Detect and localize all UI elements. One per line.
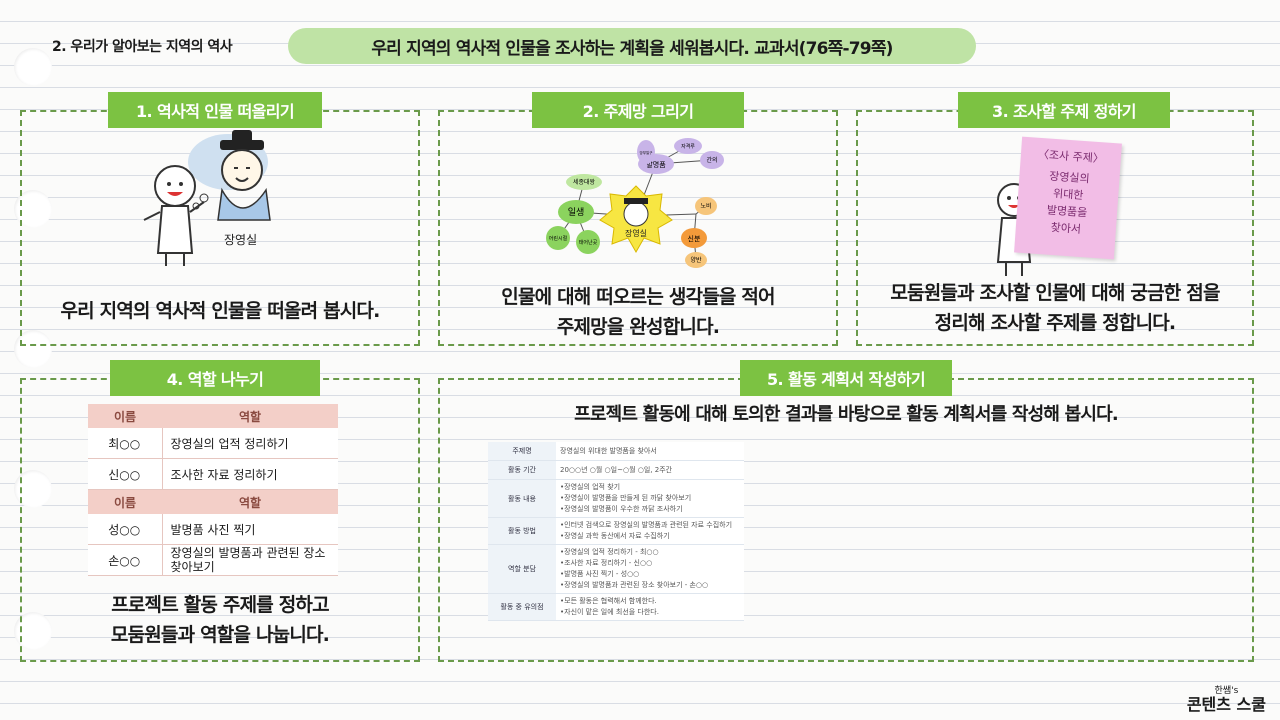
step5-caption: 프로젝트 활동에 대해 토의한 결과를 바탕으로 활동 계획서를 작성해 봅시다… bbox=[574, 404, 1119, 425]
table-row: 최○○장영실의 업적 정리하기 bbox=[88, 428, 338, 459]
mindmap-node: 세종대왕 bbox=[573, 178, 596, 186]
sticky-line: 찾아서 bbox=[1050, 220, 1082, 236]
table-row: 활동 방법•인터넷 검색으로 장영실의 발명품과 관련된 자료 수집하기•장영실… bbox=[488, 517, 744, 545]
step4-tab: 4. 역할 나누기 bbox=[110, 360, 320, 396]
step2-caption: 인물에 대해 떠오르는 생각들을 적어 주제망을 완성합니다. bbox=[501, 286, 775, 338]
col-header-role: 역할 bbox=[162, 404, 338, 428]
table-row: 역할 분담•장영실의 업적 정리하기 - 최○○•조사한 자료 정리하기 - 신… bbox=[488, 544, 744, 594]
step1-tab: 1. 역사적 인물 떠올리기 bbox=[108, 92, 322, 128]
table-row: 신○○조사한 자료 정리하기 bbox=[88, 458, 338, 490]
col-header-name: 이름 bbox=[88, 404, 162, 428]
mindmap-node: 어린시절 bbox=[549, 235, 568, 242]
step1-caption: 우리 지역의 역사적 인물을 떠올려 봅시다. bbox=[60, 300, 380, 322]
step5-tab: 5. 활동 계획서 작성하기 bbox=[740, 360, 952, 396]
step4-caption: 프로젝트 활동 주제를 정하고 모둠원들과 역할을 나눕니다. bbox=[110, 594, 330, 646]
topic-sticky-note: 〈조사 주제〉 장영실의 위대한 발명품을 찾아서 bbox=[1014, 136, 1122, 260]
mindmap-node: 자격루 bbox=[681, 143, 695, 150]
step3-caption: 모둠원들과 조사할 인물에 대해 궁금한 점을 정리해 조사할 주제를 정합니다… bbox=[890, 282, 1220, 334]
mindmap-node: 양반 bbox=[690, 256, 702, 264]
table-row: 활동 내용•장영실의 업적 찾기•장영실이 발명품을 만들게 된 까닭 찾아보기… bbox=[488, 479, 744, 518]
mindmap-node: 태어난곳 bbox=[579, 239, 598, 246]
col-header-role: 역할 bbox=[162, 490, 338, 514]
step1-illustration: 장영실 bbox=[143, 130, 271, 266]
chapter-title: 2. 우리가 알아보는 지역의 역사 bbox=[52, 39, 233, 55]
step2-tab: 2. 주제망 그리기 bbox=[532, 92, 744, 128]
mindmap-node: 간의 bbox=[706, 156, 717, 164]
sticky-title: 〈조사 주제〉 bbox=[1037, 147, 1105, 166]
table-row: 성○○발명품 사진 찍기 bbox=[88, 514, 338, 545]
mindmap-node: 앙부일구 bbox=[640, 150, 654, 155]
figure-label: 장영실 bbox=[224, 233, 257, 247]
table-row: 손○○장영실의 발명품과 관련된 장소 찾아보기 bbox=[88, 544, 338, 576]
mindmap-node: 발명품 bbox=[646, 160, 666, 169]
binder-hole bbox=[14, 48, 52, 86]
mindmap-node: 일생 bbox=[568, 207, 585, 218]
brand-logo: 한쌤's 콘텐츠 스쿨 bbox=[1186, 686, 1266, 714]
col-header-name: 이름 bbox=[88, 490, 162, 514]
step3-tab: 3. 조사할 주제 정하기 bbox=[958, 92, 1170, 128]
mindmap-center: 장영실 bbox=[625, 228, 647, 238]
table-row: 활동 중 유의점•모든 활동은 협력해서 함께한다.•자신이 맡은 일에 최선을… bbox=[488, 593, 744, 621]
lesson-banner: 우리 지역의 역사적 인물을 조사하는 계획을 세워봅시다. 교과서(76쪽-7… bbox=[288, 28, 976, 64]
sticky-line: 위대한 bbox=[1052, 186, 1084, 203]
mindmap-node: 신분 bbox=[688, 234, 701, 243]
mindmap-diagram: 장영실 일생 세종대왕 어린시절 태어난곳 발명품 자격루 앙부일구 간의 노비… bbox=[546, 138, 724, 268]
mindmap-node: 노비 bbox=[700, 202, 711, 210]
